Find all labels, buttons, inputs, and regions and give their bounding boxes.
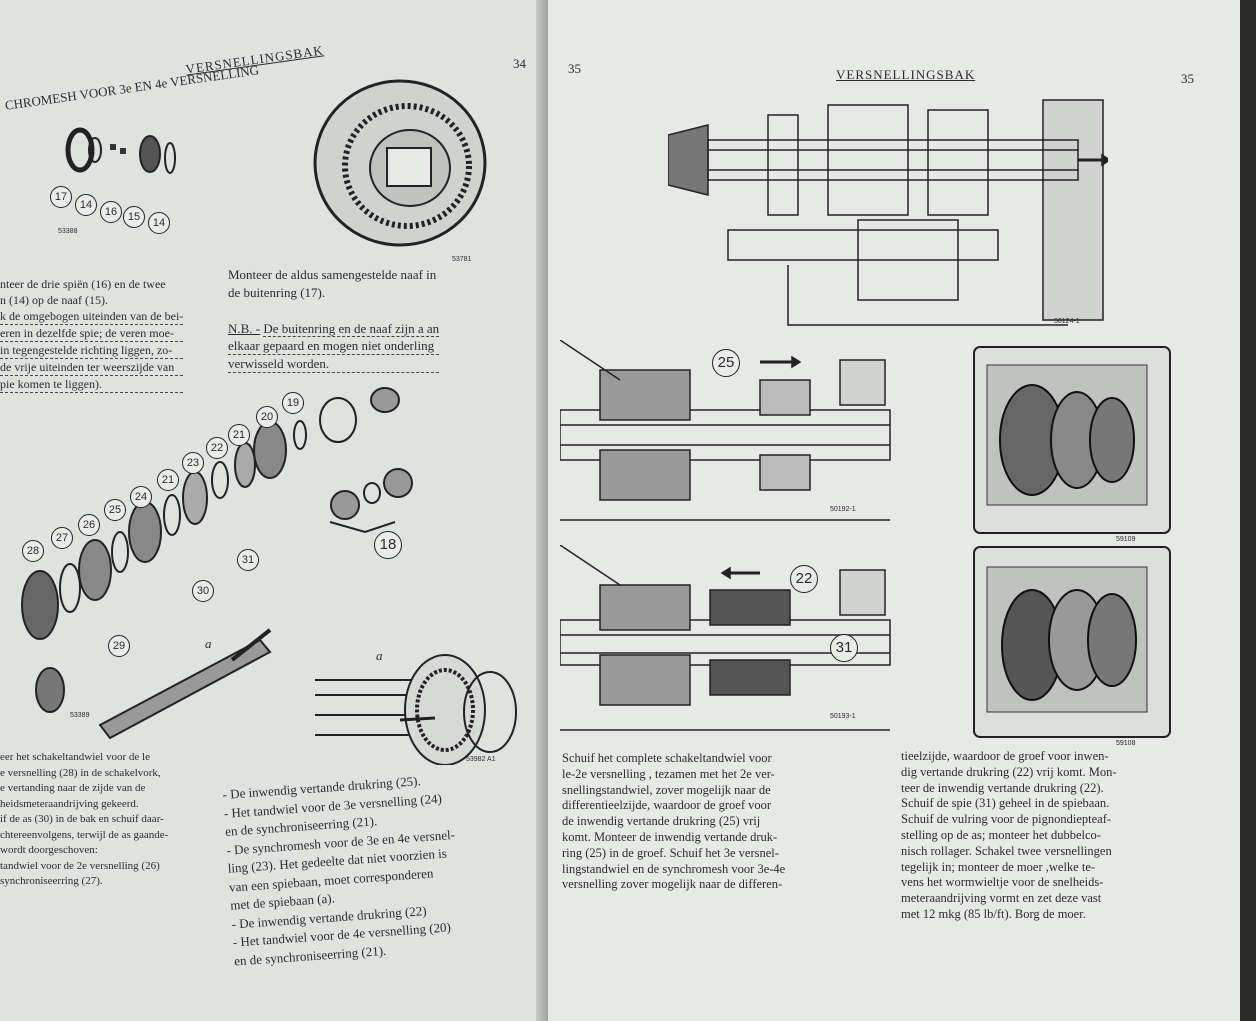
instruction-column-2: tieelzijde, waardoor de groef voor inwen…	[901, 749, 1117, 921]
label-a: a	[205, 636, 212, 651]
instruction-text-d: - De inwendig vertande drukring (25). - …	[222, 773, 456, 969]
callout-22: 22	[790, 565, 818, 593]
callout-29: 29	[108, 635, 130, 657]
instruction-column-1: Schuif het complete schakeltandwiel voor…	[562, 751, 786, 892]
hub-ring-figure	[313, 79, 487, 247]
callout-21: 21	[157, 469, 179, 491]
section-heading: CHROMESH VOOR 3e EN 4e VERSNELLING	[4, 62, 260, 113]
figure-id: 50124-1	[1054, 318, 1080, 325]
callout-25: 25	[712, 349, 740, 377]
callout-24: 24	[130, 486, 152, 508]
callout-27: 27	[51, 527, 73, 549]
callout-15: 15	[123, 206, 145, 228]
callout-14: 14	[75, 194, 97, 216]
figure-id: 53388	[58, 228, 78, 235]
callout-17: 17	[50, 186, 72, 208]
figure-id: 53389	[70, 712, 90, 719]
spline-detail-figure	[315, 654, 517, 765]
label-a: a	[376, 648, 383, 663]
instruction-text-a: nteer de drie spiën (16) en de twee n (1…	[0, 277, 184, 393]
page-number: 35	[1181, 71, 1194, 86]
corner-page-number: 35	[568, 61, 581, 76]
nota-bene: N.B. - De buitenring en de naaf zijn a a…	[228, 321, 440, 373]
callout-21b: 21	[228, 424, 250, 446]
callout-26: 26	[78, 514, 100, 536]
page-edge	[1240, 0, 1256, 1021]
callout-31: 31	[830, 634, 858, 662]
exploded-shaft-figure	[21, 387, 413, 740]
gearbox-section-top	[668, 99, 1108, 326]
instruction-text-c: eer het schakeltandwiel voor de le e ver…	[0, 751, 169, 887]
callout-30: 30	[192, 580, 214, 602]
callout-23: 23	[182, 452, 204, 474]
instruction-text-b: Monteer de aldus samengestelde naaf in d…	[228, 267, 437, 300]
callout-18: 18	[374, 531, 402, 559]
gearbox-photo-top	[973, 346, 1171, 534]
figure-id: 53982 A1	[466, 756, 496, 763]
right-page: 35 VERSNELLINGSBAK 35 50124-1	[548, 0, 1248, 1021]
page-number: 34	[513, 56, 526, 71]
exploded-hub-figure	[65, 127, 176, 174]
callout-28: 28	[22, 540, 44, 562]
callout-20: 20	[256, 406, 278, 428]
callout-31: 31	[237, 549, 259, 571]
page-title: VERSNELLINGSBAK	[836, 67, 976, 82]
figure-id: 59109	[1116, 536, 1136, 543]
gearbox-photo-low	[973, 546, 1171, 738]
figure-id: 50193-1	[830, 713, 856, 720]
figure-id: 50192-1	[830, 506, 856, 513]
callout-25: 25	[104, 499, 126, 521]
callout-19: 19	[282, 392, 304, 414]
gearbox-section-mid	[560, 340, 891, 521]
gearbox-section-low	[560, 545, 891, 731]
callout-14b: 14	[148, 212, 170, 234]
figure-id: 59108	[1116, 740, 1136, 747]
callout-22: 22	[206, 437, 228, 459]
callout-16: 16	[100, 201, 122, 223]
left-page: VERSNELLINGSBAK 34 CHROMESH VOOR 3e EN 4…	[0, 0, 548, 1021]
figure-id: 53781	[452, 256, 472, 263]
